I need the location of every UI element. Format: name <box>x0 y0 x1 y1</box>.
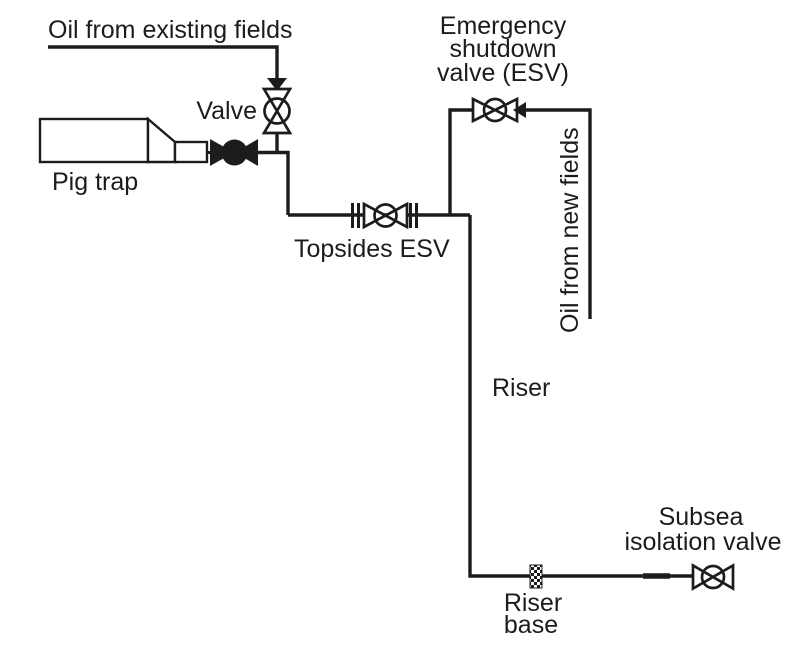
manual-valve-icon <box>261 87 293 135</box>
emergency-shutdown-valve-icon <box>471 96 526 124</box>
pipe-existing-fields <box>48 45 279 79</box>
pipe-esv-branch <box>448 108 473 215</box>
label-topsides-esv: Topsides ESV <box>294 235 450 263</box>
flow-arrow-down-icon <box>267 78 287 91</box>
label-pig-trap: Pig trap <box>52 168 138 196</box>
pig-trap-vessel <box>38 116 211 164</box>
svg-text:Subsea: Subsea <box>659 503 744 531</box>
pig-trap-neck <box>173 140 209 164</box>
svg-text:Emergency: Emergency <box>440 12 567 40</box>
pipe-riser <box>468 215 693 578</box>
flow-arrow-left-icon <box>513 102 526 118</box>
topsides-esv-valve-icon <box>351 201 418 230</box>
label-subsea-isolation-valve: Subsea isolation valve <box>624 503 781 556</box>
pig-trap-body <box>38 117 150 164</box>
svg-text:valve (ESV): valve (ESV) <box>437 59 569 87</box>
pig-trap-reducer <box>146 116 177 164</box>
pipe-new-fields <box>525 108 592 319</box>
label-emergency-shutdown-valve: Emergency shutdown valve (ESV) <box>437 12 569 87</box>
label-riser: Riser <box>492 374 550 402</box>
svg-text:base: base <box>504 611 558 639</box>
subsea-isolation-valve-icon <box>691 563 735 591</box>
svg-text:shutdown: shutdown <box>449 35 556 63</box>
svg-text:isolation valve: isolation valve <box>624 528 781 556</box>
riser-base-marker-icon <box>529 564 543 589</box>
pipe-pigtrap-junction <box>258 150 290 215</box>
svg-text:Riser: Riser <box>504 589 562 617</box>
pig-trap-valve-icon <box>210 139 258 166</box>
label-riser-base: Riser base <box>504 589 562 639</box>
label-oil-from-existing-fields: Oil from existing fields <box>48 16 293 44</box>
label-valve: Valve <box>196 97 257 125</box>
label-oil-from-new-fields: Oil from new fields <box>556 127 584 333</box>
